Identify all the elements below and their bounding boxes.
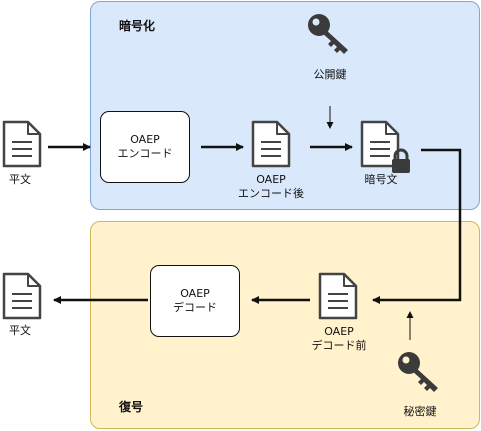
ciphertext-document-icon xyxy=(360,120,400,168)
oaep-encode-line1: OAEP xyxy=(130,133,160,146)
plaintext-in-label: 平文 xyxy=(9,173,31,186)
oaep-decode-box: OAEP デコード xyxy=(150,265,240,337)
predecode-line2: デコード前 xyxy=(311,339,367,352)
oaep-encode-line2: エンコード xyxy=(117,147,173,160)
decryption-title: 復号 xyxy=(119,400,144,414)
predecode-document-icon xyxy=(318,272,358,320)
oaep-encode-box: OAEP エンコード xyxy=(100,111,190,183)
private-key-label: 秘密鍵 xyxy=(403,405,437,418)
public-key-icon xyxy=(308,14,348,54)
lock-icon xyxy=(392,148,410,173)
oaep-decode-line2: デコード xyxy=(173,301,217,314)
encoded-document-icon xyxy=(251,120,291,168)
plaintext-out-document-icon xyxy=(2,272,42,320)
public-key-label: 公開鍵 xyxy=(313,68,347,81)
plaintext-out-label: 平文 xyxy=(9,324,31,337)
arrow-ciphertext-to-predecode xyxy=(372,148,462,304)
encoded-line2: エンコード後 xyxy=(238,187,304,200)
encoded-line1: OAEP xyxy=(256,173,286,186)
ciphertext-label: 暗号文 xyxy=(364,173,398,186)
predecode-line1: OAEP xyxy=(324,325,354,338)
private-key-icon xyxy=(398,352,438,392)
plaintext-in-document-icon xyxy=(2,120,42,168)
oaep-decode-line1: OAEP xyxy=(180,287,210,300)
encryption-title: 暗号化 xyxy=(119,19,156,33)
